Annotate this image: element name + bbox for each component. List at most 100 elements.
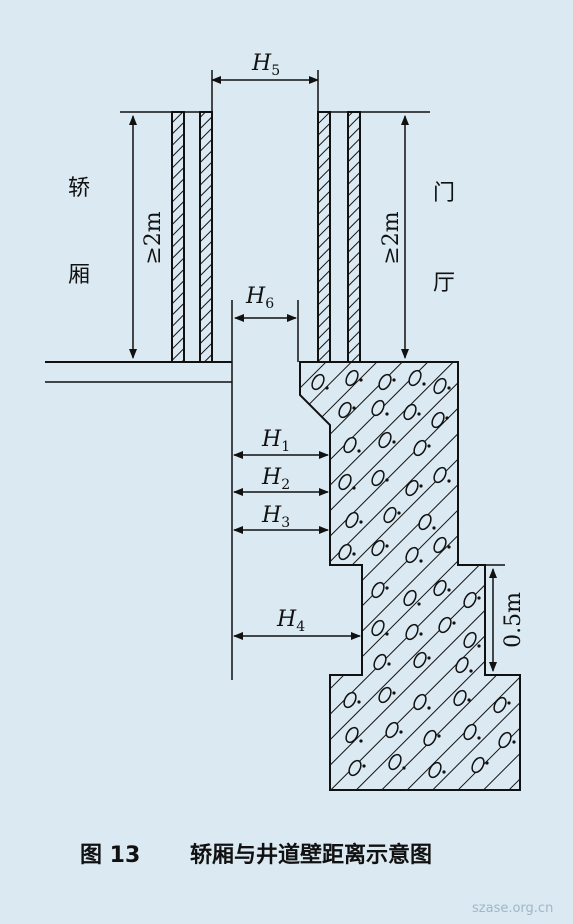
aggregate-stone	[383, 506, 397, 524]
aggregate-dot	[359, 378, 363, 382]
aggregate-dot	[419, 632, 423, 636]
aggregate-dot	[477, 596, 481, 600]
aggregate-stone	[345, 511, 359, 529]
aggregate-stone	[338, 543, 352, 561]
watermark: szase.org.cn	[472, 901, 553, 916]
h2-label: H2	[261, 465, 290, 493]
aggregate-stone	[385, 721, 399, 739]
aggregate-dot	[392, 691, 396, 695]
h3-label: H3	[261, 503, 290, 531]
aggregate-dot	[357, 700, 361, 704]
aggregate-stone	[463, 631, 477, 649]
aggregate-dot	[469, 669, 473, 673]
aggregate-dot	[442, 770, 446, 774]
aggregate-stone	[463, 723, 477, 741]
h4-label: H4	[276, 607, 305, 635]
aggregate-dot	[447, 545, 451, 549]
landing-door	[317, 111, 361, 363]
aggregate-dot	[417, 412, 421, 416]
aggregate-dot	[422, 382, 426, 386]
aggregate-dot	[477, 736, 481, 740]
aggregate-stone	[371, 619, 385, 637]
aggregate-dot	[437, 734, 441, 738]
aggregate-dot	[362, 764, 366, 768]
aggregate-dot	[507, 701, 511, 705]
aggregate-stone	[433, 579, 447, 597]
car-label-char1: 轿	[68, 176, 90, 201]
aggregate-stone	[413, 439, 427, 457]
aggregate-stone	[338, 473, 352, 491]
aggregate-stone	[433, 466, 447, 484]
aggregate-stone	[378, 686, 392, 704]
aggregate-dot	[357, 449, 361, 453]
car-height-label: ≥2m	[141, 211, 166, 264]
aggregate-dot	[432, 526, 436, 530]
aggregate-stone	[405, 479, 419, 497]
aggregate-stone	[423, 729, 437, 747]
hall-label-char1: 门	[433, 181, 455, 206]
aggregate-stone	[343, 691, 357, 709]
aggregate-stone	[455, 656, 469, 674]
caption-title: 轿厢与井道壁距离示意图	[190, 842, 432, 868]
aggregate-dot	[427, 656, 431, 660]
aggregate-stone	[408, 369, 422, 387]
aggregate-dot	[352, 486, 356, 490]
aggregate-dot	[385, 544, 389, 548]
aggregate-stone	[338, 401, 352, 419]
shaft-wall	[299, 361, 521, 791]
aggregate-dot	[427, 444, 431, 448]
aggregate-stone	[373, 653, 387, 671]
aggregate-stone	[371, 399, 385, 417]
aggregate-stone	[378, 431, 392, 449]
aggregate-stone	[345, 726, 359, 744]
aggregate-dot	[427, 706, 431, 710]
aggregate-dot	[359, 739, 363, 743]
aggregate-dot	[359, 520, 363, 524]
h5-label: H5	[251, 51, 280, 79]
aggregate-dot	[385, 478, 389, 482]
aggregate-stone	[371, 469, 385, 487]
aggregate-stone	[431, 411, 445, 429]
aggregate-dot	[385, 412, 389, 416]
aggregate-dot	[485, 761, 489, 765]
wall-aggregate	[311, 369, 516, 779]
aggregate-dot	[325, 386, 329, 390]
aggregate-stone	[405, 546, 419, 564]
aggregate-stone	[403, 589, 417, 607]
aggregate-stone	[418, 513, 432, 531]
aggregate-dot	[467, 698, 471, 702]
aggregate-dot	[512, 740, 516, 744]
aggregate-dot	[402, 766, 406, 770]
aggregate-stone	[498, 731, 512, 749]
aggregate-stone	[453, 689, 467, 707]
aggregate-stone	[403, 403, 417, 421]
aggregate-dot	[387, 662, 391, 666]
aggregate-stone	[311, 373, 325, 391]
step-height-label: 0.5m	[501, 592, 526, 648]
aggregate-stone	[378, 373, 392, 391]
aggregate-dot	[477, 644, 481, 648]
aggregate-dot	[397, 511, 401, 515]
aggregate-dot	[399, 730, 403, 734]
aggregate-dot	[447, 386, 451, 390]
aggregate-stone	[348, 759, 362, 777]
aggregate-dot	[352, 406, 356, 410]
aggregate-stone	[463, 591, 477, 609]
car-label-char2: 厢	[68, 263, 90, 288]
aggregate-dot	[417, 602, 421, 606]
aggregate-dot	[392, 378, 396, 382]
aggregate-dot	[385, 586, 389, 590]
aggregate-stone	[343, 436, 357, 454]
aggregate-stone	[433, 377, 447, 395]
aggregate-stone	[428, 761, 442, 779]
h1-label: H1	[261, 427, 290, 455]
aggregate-dot	[419, 559, 423, 563]
aggregate-stone	[438, 616, 452, 634]
h6-label: H6	[245, 284, 274, 312]
aggregate-dot	[419, 484, 423, 488]
caption-number: 图 13	[80, 843, 140, 868]
aggregate-stone	[388, 753, 402, 771]
car-door	[171, 111, 213, 363]
